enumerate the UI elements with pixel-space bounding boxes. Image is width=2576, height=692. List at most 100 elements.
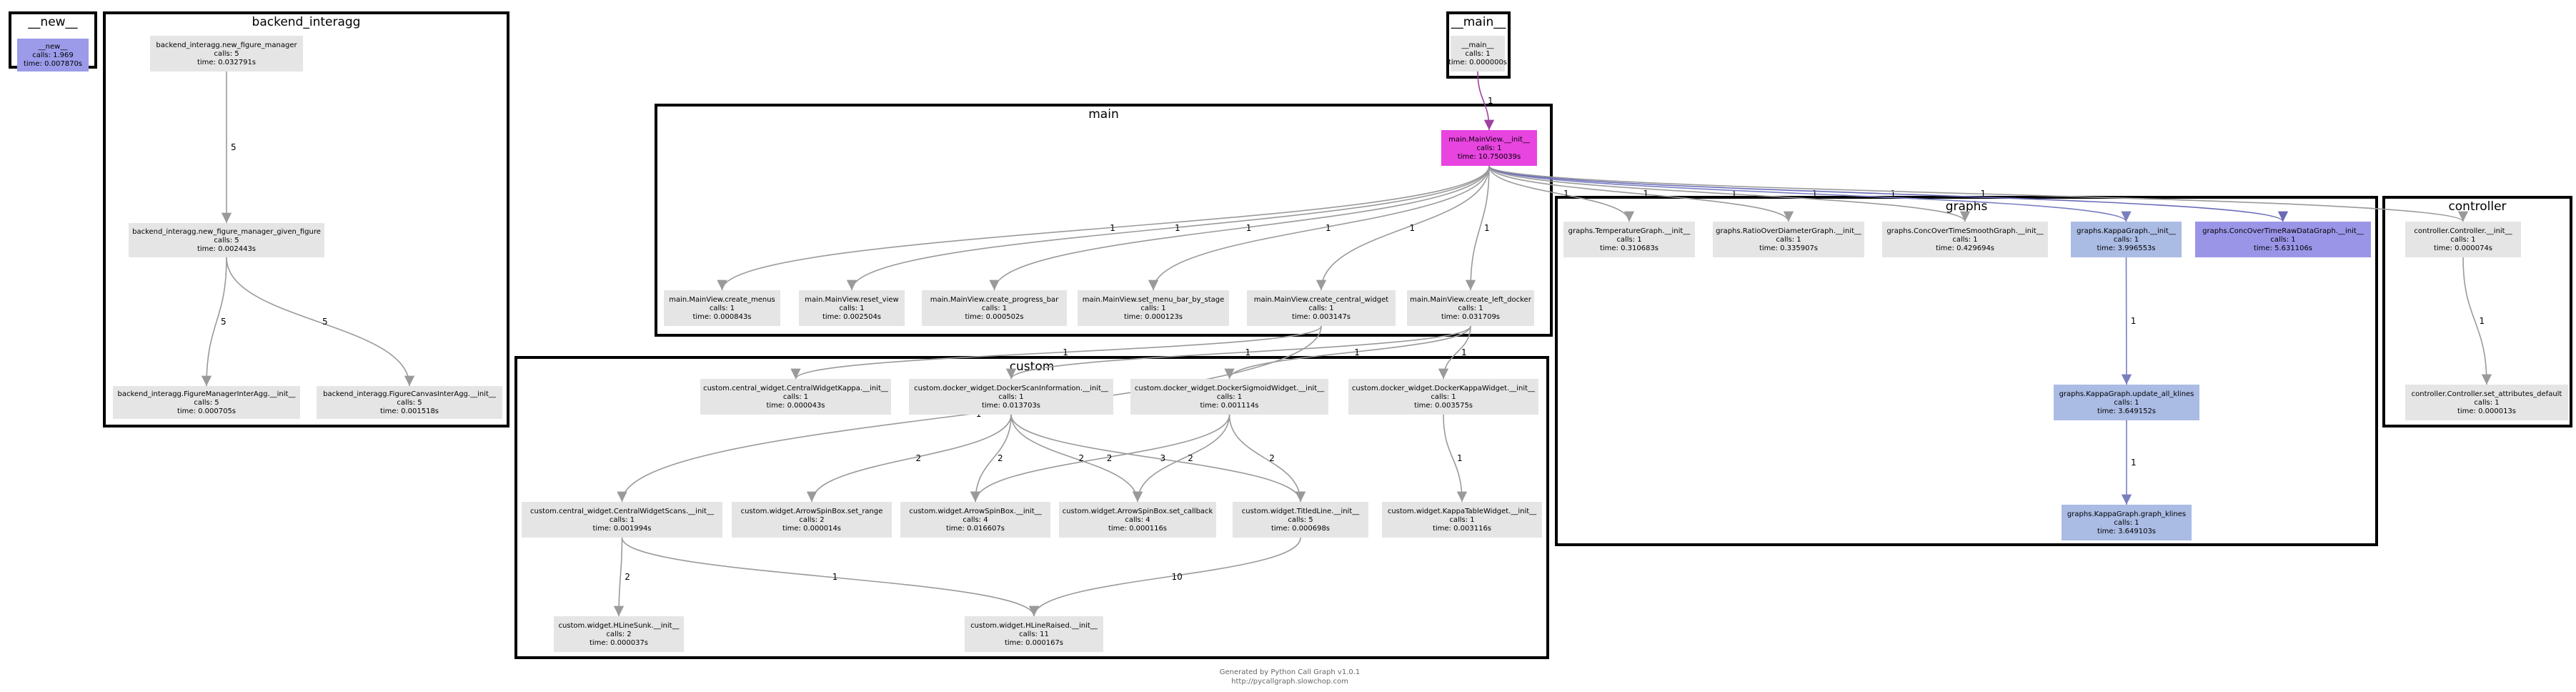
edge-g_update-to-g_klines: 1	[2121, 420, 2137, 505]
node-time-text: time: 0.000037s	[590, 639, 648, 647]
cluster-c-backend: backend_interagg	[103, 11, 509, 427]
node-time-text: time: 0.000502s	[965, 313, 1023, 321]
node-g-kappa[interactable]: graphs.KappaGraph.__init__calls: 1time: …	[2071, 222, 2182, 257]
edge-mv_init-to-ctl_init: 1	[1488, 165, 2468, 222]
node-be-fmi[interactable]: backend_interagg.FigureManagerInterAgg._…	[113, 386, 300, 419]
node-time-text: time: 5.631106s	[2254, 244, 2312, 252]
node-cu-scan[interactable]: custom.docker_widget.DockerScanInformati…	[909, 379, 1113, 415]
node-function-name: backend_interagg.new_figure_manager_give…	[132, 228, 321, 236]
node-calls-text: calls: 1	[610, 516, 635, 524]
node-cu-dkappa[interactable]: custom.docker_widget.DockerKappaWidget._…	[1348, 379, 1538, 415]
node-function-name: main.MainView.create_progress_bar	[930, 296, 1059, 304]
edge-mv_central-to-cu_kappa: 1	[790, 325, 1322, 380]
node-g-temp[interactable]: graphs.TemperatureGraph.__init__calls: 1…	[1563, 222, 1695, 257]
edge-line	[1488, 165, 2468, 222]
edge-call-count-label: 2	[1269, 453, 1275, 463]
node-cu-setrange[interactable]: custom.widget.ArrowSpinBox.set_rangecall…	[732, 502, 892, 538]
node-g-smooth[interactable]: graphs.ConcOverTimeSmoothGraph.__init__c…	[1882, 222, 2048, 257]
clusters-layer: __new__backend_interagg__main__maingraph…	[9, 11, 2572, 659]
edge-line	[989, 165, 1490, 291]
edge-call-count-label: 1	[1891, 189, 1896, 199]
node-mv-progress[interactable]: main.MainView.create_progress_barcalls: …	[922, 290, 1067, 326]
edge-call-count-label: 1	[1812, 189, 1818, 199]
node-calls-text: calls: 5	[214, 237, 239, 244]
edge-line	[1006, 325, 1471, 380]
node-function-name: custom.widget.ArrowSpinBox.__init__	[909, 508, 1042, 515]
node-time-text: time: 0.000116s	[1108, 525, 1167, 533]
node-g-update[interactable]: graphs.KappaGraph.update_all_klinescalls…	[2054, 385, 2199, 420]
edge-call-count-label: 1	[1643, 189, 1649, 199]
node-cu-titled[interactable]: custom.widget.TitledLine.__init__calls: …	[1233, 502, 1368, 538]
edge-call-count-label: 1	[1563, 189, 1569, 199]
node-calls-text: calls: 1	[710, 305, 735, 312]
node-cu-setcb[interactable]: custom.widget.ArrowSpinBox.set_callbackc…	[1059, 502, 1216, 538]
edge-call-count-label: 2	[625, 572, 630, 582]
node-cu-sigmoid[interactable]: custom.docker_widget.DockerSigmoidWidget…	[1130, 379, 1328, 415]
node-time-text: time: 0.000167s	[1005, 639, 1063, 647]
node-cu-kappa[interactable]: custom.central_widget.CentralWidgetKappa…	[700, 379, 891, 415]
edge-cu_scan-to-cu_setrange: 2	[806, 414, 1012, 503]
node-function-name: custom.docker_widget.DockerKappaWidget._…	[1352, 385, 1536, 392]
node-box	[554, 616, 684, 652]
edge-line	[1477, 71, 1495, 131]
edge-call-count-label: 1	[1245, 347, 1251, 357]
node-box	[664, 290, 780, 326]
node-box	[113, 386, 300, 419]
node-time-text: time: 0.000843s	[692, 313, 751, 321]
edge-call-count-label: 5	[221, 317, 227, 327]
node-box	[150, 36, 303, 71]
node-function-name: graphs.KappaGraph.__init__	[2077, 227, 2177, 235]
edge-cu_cwscans-to-cu_hsunk: 2	[613, 537, 630, 617]
edge-line	[2462, 257, 2492, 385]
edge-call-count-label: 1	[1981, 189, 1986, 199]
node-cu-cwscans[interactable]: custom.central_widget.CentralWidgetScans…	[522, 502, 722, 538]
edge-be_nfmgf-to-be_fci: 5	[226, 257, 415, 387]
node-ctl-init[interactable]: controller.Controller.__init__calls: 1ti…	[2405, 222, 2521, 257]
node-cu-hsunk[interactable]: custom.widget.HLineSunk.__init__calls: 2…	[554, 616, 684, 652]
node-calls-text: calls: 1	[2474, 399, 2499, 407]
node-box	[1407, 290, 1534, 326]
node-be-nfmgf[interactable]: backend_interagg.new_figure_manager_give…	[129, 223, 324, 257]
node-cu-spinbox[interactable]: custom.widget.ArrowSpinBox.__init__calls…	[900, 502, 1050, 538]
node-g-ratio[interactable]: graphs.RatioOverDiameterGraph.__init__ca…	[1713, 222, 1864, 257]
edge-call-count-label: 1	[1410, 223, 1416, 233]
edge-call-count-label: 1	[2480, 316, 2485, 326]
node-function-name: graphs.KappaGraph.update_all_klines	[2059, 390, 2194, 398]
edge-call-count-label: 1	[1731, 189, 1737, 199]
node-mv-central[interactable]: main.MainView.create_central_widgetcalls…	[1247, 290, 1396, 326]
edge-line	[1132, 414, 1230, 503]
node-function-name: graphs.ConcOverTimeRawDataGraph.__init__	[2202, 227, 2364, 235]
node-calls-text: calls: 5	[397, 399, 422, 407]
node-cu-hraised[interactable]: custom.widget.HLineRaised.__init__calls:…	[965, 616, 1103, 652]
node-function-name: __main__	[1461, 41, 1495, 49]
node-function-name: custom.central_widget.CentralWidgetScans…	[530, 508, 715, 515]
edge-call-count-label: 1	[1246, 223, 1252, 233]
node-be-nfm[interactable]: backend_interagg.new_figure_managercalls…	[150, 36, 303, 71]
node-mv-menubar[interactable]: main.MainView.set_menu_bar_by_stagecalls…	[1078, 290, 1229, 326]
node-calls-text: calls: 1	[1952, 236, 1977, 244]
node-function-name: custom.widget.TitledLine.__init__	[1242, 508, 1361, 515]
edge-g_kappa-to-g_update: 1	[2121, 257, 2137, 385]
node-function-name: main.MainView.create_menus	[669, 296, 775, 304]
edge-line	[1465, 165, 1490, 291]
edge-cu_sigmoid-to-cu_titled: 2	[1228, 414, 1306, 503]
node-g-raw[interactable]: graphs.ConcOverTimeRawDataGraph.__init__…	[2195, 222, 2371, 257]
edge-mv_init-to-mv_leftdock: 1	[1465, 165, 1490, 291]
node-ctl-attr[interactable]: controller.Controller.set_attributes_def…	[2405, 385, 2568, 420]
node-function-name: main.MainView.set_menu_bar_by_stage	[1083, 296, 1225, 304]
node-calls-text: calls: 1	[1776, 236, 1801, 244]
edge-call-count-label: 2	[916, 453, 922, 463]
node-be-fci[interactable]: backend_interagg.FigureCanvasInterAgg.__…	[317, 386, 502, 419]
node-cu-kappatable[interactable]: custom.widget.KappaTableWidget.__init__c…	[1382, 502, 1542, 538]
cluster-title: __new__	[27, 15, 78, 29]
node-calls-text: calls: 1	[1449, 516, 1474, 524]
node-time-text: time: 0.013703s	[982, 402, 1040, 410]
edge-call-count-label: 1	[2131, 316, 2137, 326]
